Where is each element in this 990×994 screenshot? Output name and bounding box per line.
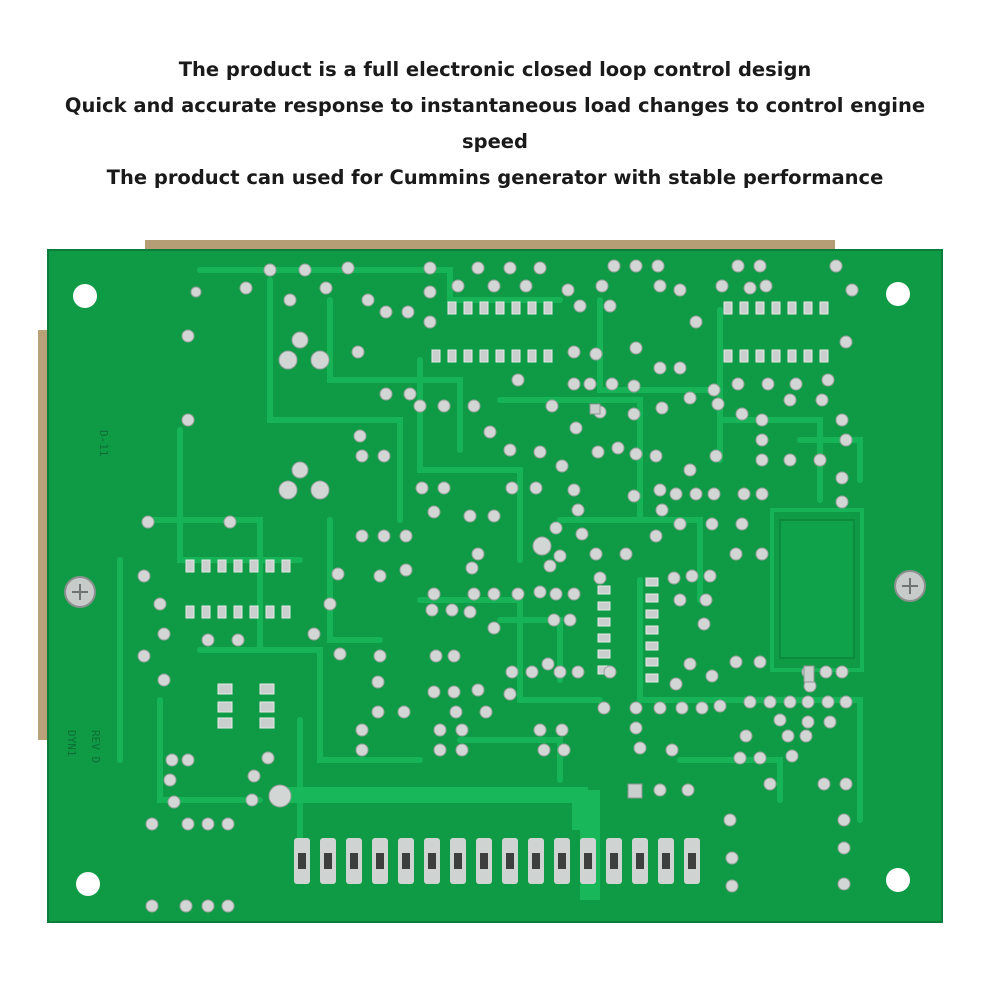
relay-outline bbox=[770, 508, 864, 672]
caption-line-3: The product can used for Cummins generat… bbox=[106, 166, 884, 189]
screw-right bbox=[894, 570, 926, 602]
pcb-edge bbox=[47, 249, 943, 923]
caption-line-1: The product is a full electronic closed … bbox=[178, 58, 812, 81]
relay-pad bbox=[779, 519, 855, 659]
caption-line-2: Quick and accurate response to instantan… bbox=[64, 94, 926, 153]
product-caption: The product is a full electronic closed … bbox=[0, 52, 990, 196]
solder-joints bbox=[137, 259, 859, 913]
silkscreen-labels: D-11 REV D DYN1 bbox=[65, 430, 110, 763]
ic-pad-rows bbox=[185, 301, 829, 729]
mounting-holes bbox=[73, 282, 910, 896]
screw-left bbox=[64, 576, 96, 608]
silkscreen-rev-label: REV D bbox=[89, 730, 102, 763]
square-pads bbox=[589, 403, 815, 799]
silkscreen-part-label: DYN1 bbox=[65, 730, 78, 757]
silkscreen-side-label: D-11 bbox=[97, 430, 110, 457]
connector-pads bbox=[294, 838, 700, 884]
